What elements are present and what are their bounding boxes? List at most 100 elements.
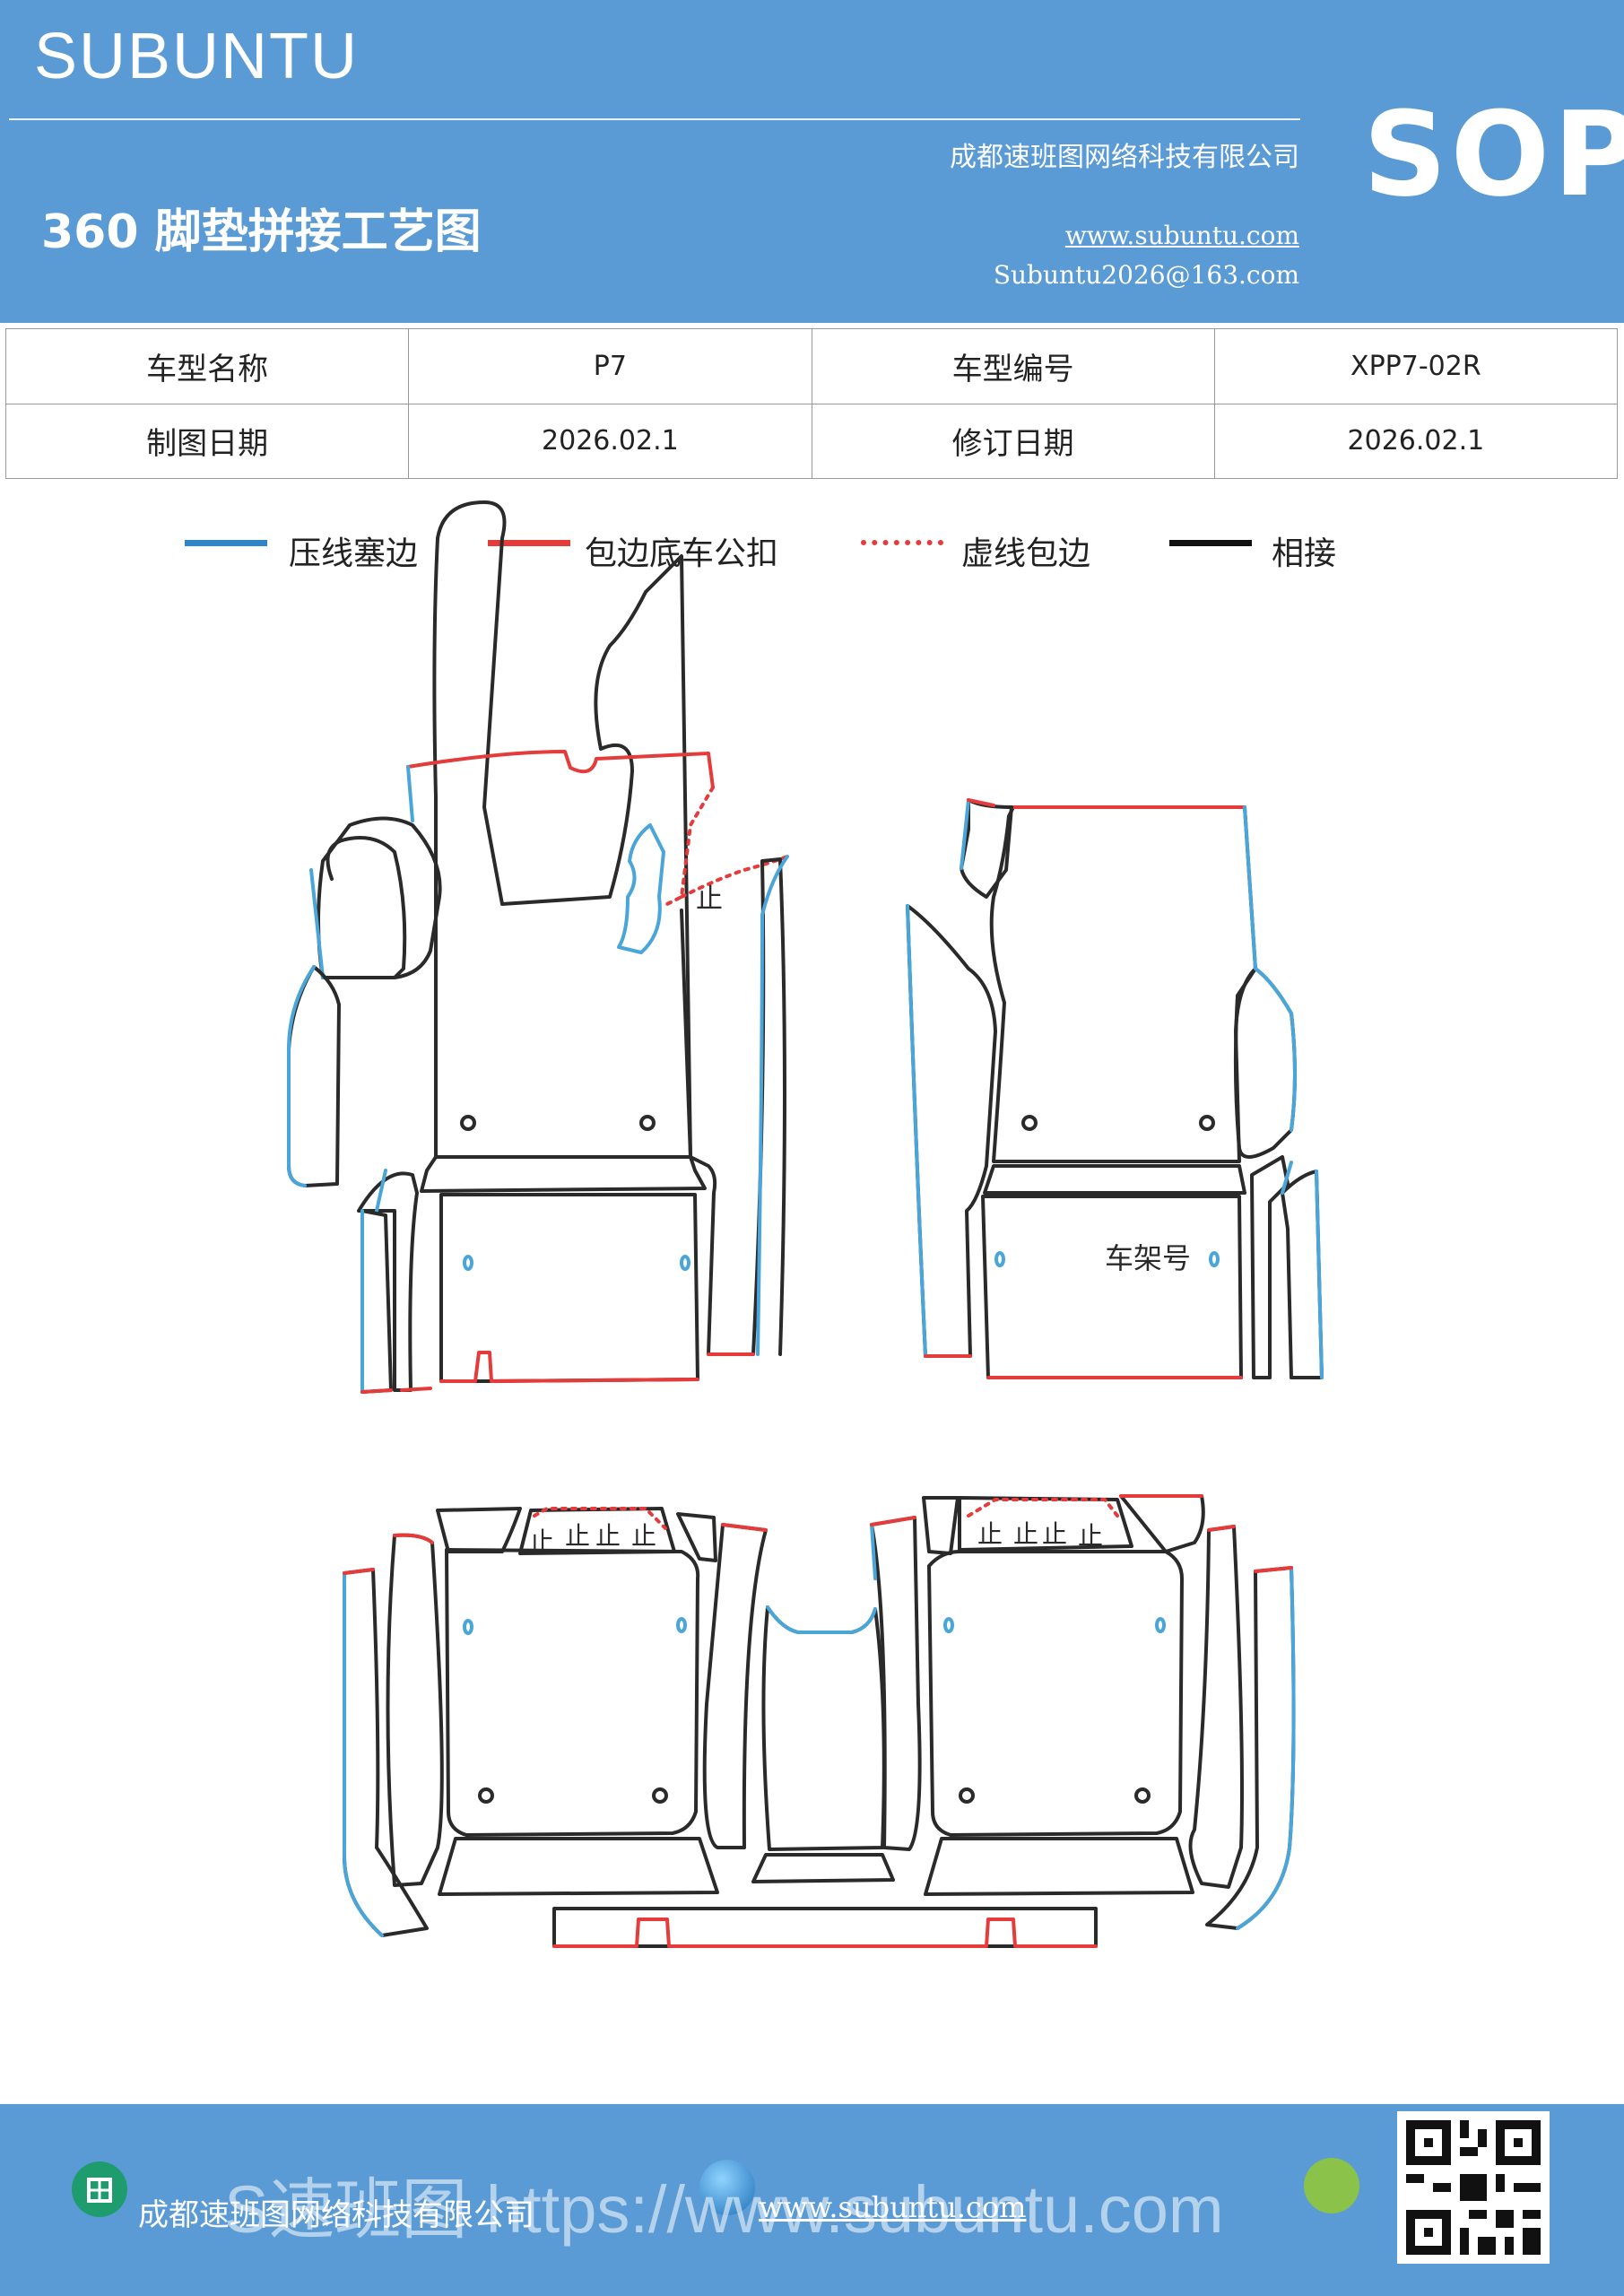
legend-swatch-black [1169,540,1252,546]
passenger-mat-outline [989,805,1257,1163]
drawing-date-value: 2026.02.1 [408,403,812,479]
stop-mark: 止 [696,883,723,915]
website-link[interactable]: www.subuntu.com [1064,221,1299,250]
stop-mark: 止 [529,1526,554,1556]
driver-rear-strip [420,1155,707,1193]
clip-hole [1209,1251,1220,1267]
front-right-mat: 车架号 [906,798,1324,1379]
legend-swatch-blue [185,540,267,546]
model-name-value: P7 [408,328,812,404]
model-no-label: 车型编号 [811,328,1215,404]
model-name-label: 车型名称 [4,328,410,404]
header-divider [9,118,1300,120]
rear-center-left-red [721,1523,768,1532]
left-sill-panel [321,836,407,979]
passenger-mat-right-blue [1243,805,1257,970]
passenger-right-side [1233,967,1297,1159]
rear-left-side-red [393,1533,434,1544]
chat-icon [1304,2158,1359,2213]
email-address: Subuntu2026@163.com [993,260,1299,290]
clip-hole [676,1617,687,1633]
stop-mark: 止 [595,1521,621,1551]
rear-right-side [1188,1525,1244,1889]
rear-row-mats: 止 止 止 止 止 止 止 止 [343,1494,1296,1948]
left-side-blue-edge [309,868,325,979]
revision-date-value: 2026.02.1 [1213,403,1619,479]
grommet-hole [1021,1115,1038,1131]
rear-right-dotted-top [967,1498,1119,1518]
stop-mark: 止 [1078,1521,1103,1551]
passenger-right-side-blue [1254,967,1297,1132]
left-rear-sill-blue [375,1169,387,1213]
footer-watermark: S速班图 https://www.subuntu.com [224,2172,1224,2247]
legend-label: 虚线包边 [961,535,1091,572]
grommet-hole [478,1787,494,1804]
rear-right-outer-red [1254,1566,1293,1573]
clip-hole [943,1617,954,1633]
rear-center-left-strip [702,1523,768,1849]
passenger-right-door [1281,1170,1324,1379]
brand-name: SUBUNTU [34,21,360,92]
model-no-value: XPP7-02R [1213,328,1619,404]
passenger-right-sill [1250,1155,1290,1379]
sop-badge: SOP [1363,86,1624,222]
table-row: 制图日期 2026.02.1 修订日期 2026.02.1 [4,403,1619,479]
legend: 压线塞边 包边底车公扣 虚线包边 相接 [0,527,1624,572]
rear-center-tunnel-blue [766,1605,877,1634]
rear-right-mat [927,1550,1184,1837]
passenger-left-strip-red [967,798,995,807]
passenger-left-strip-blue [960,798,970,870]
globe-icon [699,2160,755,2215]
footer-banner: 成都速班图网络科技有限公司 www.subuntu.com S速班图 https… [0,2104,1624,2296]
grommet-hole [959,1787,975,1804]
rear-center-right-red [870,1516,916,1526]
building-icon [72,2161,127,2217]
driver-mat-pedal-cutout [617,823,665,954]
driver-mat-top-edge [406,750,715,789]
driver-mat-left-edge [406,765,414,822]
rear-right-outer [1205,1566,1296,1930]
clip-hole [680,1255,690,1271]
rear-left-top-strip [436,1507,522,1553]
rear-center-right-strip [870,1516,922,1851]
rear-center-bottom [751,1853,895,1883]
rear-center-tunnel [761,1605,886,1851]
company-name: 成都速班图网络科技有限公司 [950,142,1299,173]
tunnel-blue-edge [756,855,789,1356]
driver-lower-red-edge [439,1351,699,1383]
stop-mark: 止 [565,1521,590,1551]
legend-swatch-red [488,540,570,546]
stop-mark: 止 [631,1521,656,1551]
revision-date-label: 修订日期 [811,403,1215,479]
left-bottom-red [360,1387,432,1394]
table-row: 车型名称 P7 车型编号 XPP7-02R [4,328,1619,404]
rear-left-top-right [676,1512,717,1562]
passenger-right-door-blue [1281,1161,1324,1379]
rear-center-right-blue [870,1523,877,1580]
left-kick-blue-edge [287,965,316,1187]
left-door-strip [360,1209,393,1394]
passenger-rear-strip [983,1164,1246,1195]
legend-swatch-red-dotted [861,540,943,545]
vehicle-info-table: 车型名称 P7 车型编号 XPP7-02R 制图日期 2026.02.1 修订日… [4,328,1619,479]
rear-left-side [386,1533,444,1887]
rear-left-dotted-top [533,1507,667,1530]
header-banner: SUBUNTU 成都速班图网络科技有限公司 www.subuntu.com Su… [0,0,1624,323]
vin-label: 车架号 [1105,1241,1191,1275]
footer-company-name: 成都速班图网络科技有限公司 [138,2197,534,2233]
clip-hole [463,1619,473,1635]
grommet-hole [1199,1115,1215,1131]
clip-hole [1155,1617,1166,1633]
rear-right-top-left [922,1496,960,1555]
footer-website-link[interactable]: www.subuntu.com [759,2190,1027,2224]
grommet-hole [652,1787,668,1804]
rear-right-bottom-strip [924,1837,1194,1896]
rear-left-top-center [518,1507,676,1555]
front-left-mat: 止 [287,500,789,1394]
clip-hole [463,1255,473,1271]
grommet-hole [460,1115,476,1131]
driver-mat-outline [432,500,692,1159]
document-title: 360 脚垫拼接工艺图 [41,205,482,259]
passenger-lower-mat [981,1195,1243,1379]
